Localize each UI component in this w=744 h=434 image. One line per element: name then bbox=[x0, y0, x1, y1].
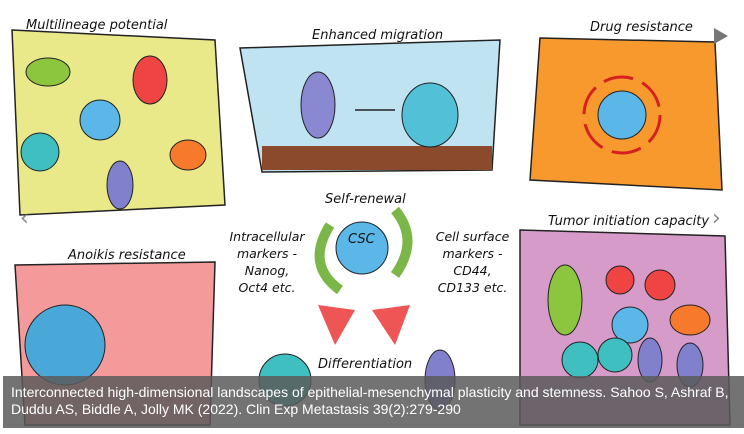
label-drug: Drug resistance bbox=[590, 20, 693, 35]
marker-line: markers - bbox=[236, 246, 298, 261]
chevron-left-icon[interactable]: ‹ bbox=[20, 206, 29, 231]
label-multilineage: Multilineage potential bbox=[26, 18, 168, 33]
surface-markers: Cell surface markers - CD44, CD133 etc. bbox=[425, 228, 520, 296]
cell bbox=[132, 55, 168, 105]
cell bbox=[597, 90, 647, 140]
marker-line: Cell surface bbox=[435, 229, 510, 244]
marker-line: markers - bbox=[442, 246, 503, 261]
cell bbox=[24, 304, 106, 386]
marker-line: CD133 etc. bbox=[437, 280, 508, 295]
label-csc: CSC bbox=[348, 232, 375, 247]
cell bbox=[300, 71, 336, 139]
cell bbox=[25, 57, 71, 87]
ground bbox=[262, 146, 492, 170]
label-differentiation: Differentiation bbox=[318, 357, 413, 372]
label-anoikis: Anoikis resistance bbox=[68, 248, 186, 263]
chevron-right-icon[interactable]: › bbox=[712, 206, 721, 231]
marker-line: Nanog, bbox=[244, 263, 290, 278]
cell bbox=[106, 160, 134, 210]
csc-cell bbox=[335, 221, 389, 275]
intracellular-markers: Intracellular markers - Nanog, Oct4 etc. bbox=[222, 228, 312, 296]
cell bbox=[401, 82, 459, 148]
marker-line: CD44, bbox=[453, 263, 492, 278]
cell bbox=[20, 132, 60, 172]
slide-caption: Interconnected high-dimensional landscap… bbox=[3, 376, 744, 428]
label-tumor: Tumor initiation capacity bbox=[548, 214, 710, 229]
marker-line: Oct4 etc. bbox=[238, 280, 296, 295]
label-migration: Enhanced migration bbox=[312, 28, 444, 43]
label-self-renewal: Self-renewal bbox=[325, 192, 406, 207]
cell bbox=[79, 99, 121, 141]
play-icon[interactable] bbox=[714, 28, 728, 44]
marker-line: Intracellular bbox=[229, 229, 305, 244]
cell bbox=[169, 139, 207, 171]
